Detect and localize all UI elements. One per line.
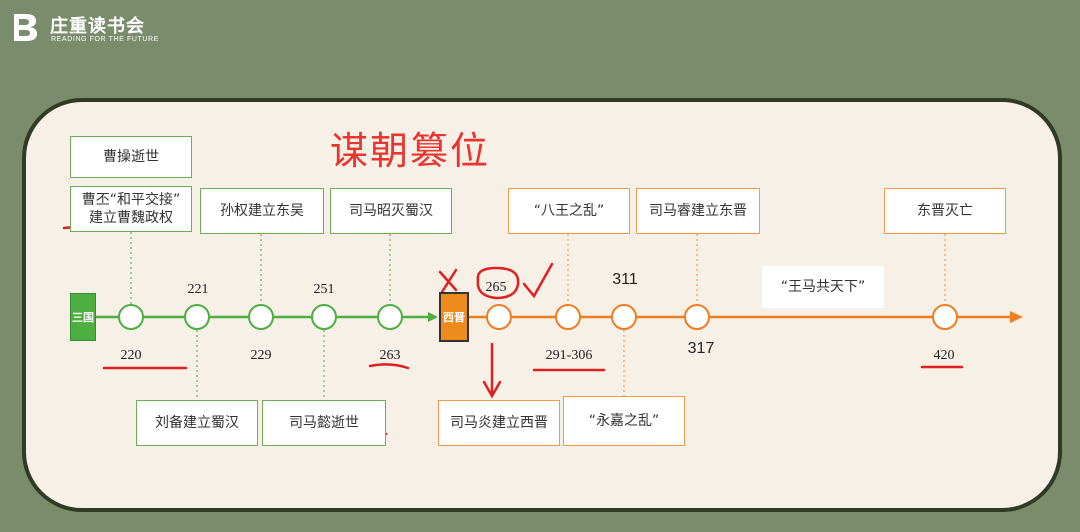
event-yongjia-rebellion: “永嘉之乱” bbox=[563, 396, 685, 446]
node-311 bbox=[611, 304, 637, 330]
orange-arrowhead bbox=[1010, 311, 1023, 323]
event-sima-zhao-shu: 司马昭灭蜀汉 bbox=[330, 188, 452, 234]
orange-connectors bbox=[567, 234, 946, 396]
node-291 bbox=[555, 304, 581, 330]
node-317 bbox=[684, 304, 710, 330]
node-229 bbox=[248, 304, 274, 330]
green-nodes bbox=[118, 304, 403, 330]
year-221: 221 bbox=[187, 282, 209, 297]
node-221 bbox=[184, 304, 210, 330]
year-251: 251 bbox=[313, 282, 335, 297]
event-caopi-succession: 曹丕“和平交接” 建立曹魏政权 bbox=[70, 186, 192, 232]
underline-263 bbox=[368, 363, 410, 370]
brand-b-icon bbox=[14, 14, 37, 41]
year-311: 311 bbox=[612, 271, 638, 288]
year-220: 220 bbox=[120, 348, 142, 363]
orange-nodes bbox=[486, 304, 958, 330]
brand-name: 庄重读书会 bbox=[50, 16, 145, 37]
label-wangma-share: “王马共天下” bbox=[762, 266, 884, 308]
event-sunquan-wu: 孙权建立东吴 bbox=[200, 188, 324, 234]
node-263 bbox=[377, 304, 403, 330]
node-420 bbox=[932, 304, 958, 330]
year-317: 317 bbox=[687, 340, 715, 357]
green-connectors bbox=[130, 232, 391, 400]
slide-title: 谋朝篡位 bbox=[330, 129, 491, 173]
year-263: 263 bbox=[379, 348, 401, 363]
cross-mark bbox=[438, 268, 458, 294]
node-220 bbox=[118, 304, 144, 330]
event-sima-rui-dongjin: 司马睿建立东晋 bbox=[636, 188, 760, 234]
node-265 bbox=[486, 304, 512, 330]
era-xijin: 西晋 bbox=[439, 292, 469, 342]
green-arrowhead bbox=[428, 312, 438, 322]
event-caocao-death: 曹操逝世 bbox=[70, 136, 192, 178]
event-sima-yan-xijin: 司马炎建立西晋 bbox=[438, 400, 560, 446]
event-dongjin-fall: 东晋灭亡 bbox=[884, 188, 1006, 234]
event-bawang-rebellion: “八王之乱” bbox=[508, 188, 630, 234]
event-sima-yi-death: 司马懿逝世 bbox=[262, 400, 386, 446]
arrow-down bbox=[482, 342, 502, 399]
year-229: 229 bbox=[250, 348, 272, 363]
check-mark bbox=[522, 262, 554, 299]
brand-logo: 庄重读书会 READING FOR THE FUTURE bbox=[10, 10, 190, 46]
brand-tagline: READING FOR THE FUTURE bbox=[51, 36, 159, 43]
event-liubei-shuhan: 刘备建立蜀汉 bbox=[136, 400, 258, 446]
year-265: 265 bbox=[485, 280, 507, 295]
era-sanguo: 三国 bbox=[70, 293, 96, 341]
year-291-306: 291-306 bbox=[545, 348, 593, 363]
circle-265 bbox=[476, 266, 520, 300]
node-251 bbox=[311, 304, 337, 330]
year-420: 420 bbox=[933, 348, 955, 363]
